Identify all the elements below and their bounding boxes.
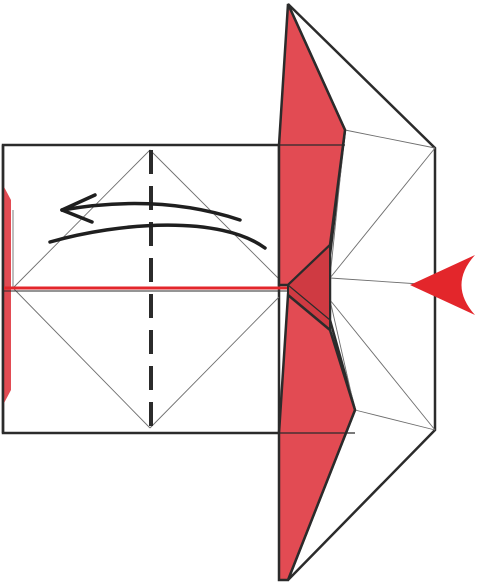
push-in-arrow [410, 255, 475, 315]
push-in-arrow-head [410, 255, 475, 315]
fold-direction-arrow [48, 193, 267, 250]
left-flap-creases [12, 149, 280, 429]
red-center-panel [277, 3, 357, 582]
left-flap [1, 143, 290, 435]
red-panel-creases [279, 144, 355, 434]
left-red-edge [3, 185, 11, 405]
